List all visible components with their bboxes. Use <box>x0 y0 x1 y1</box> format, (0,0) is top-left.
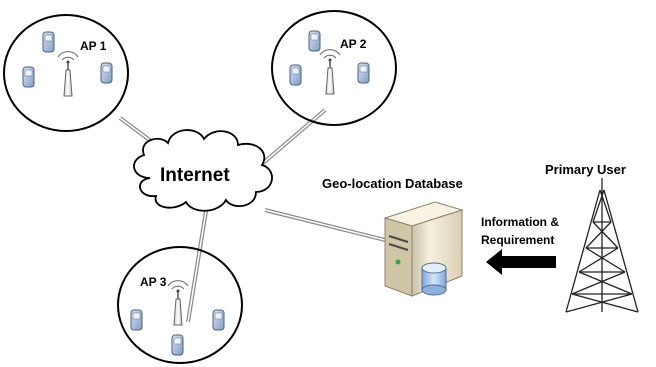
left-arrow-icon <box>486 249 556 275</box>
ap2-cell: AP 2 <box>271 10 397 126</box>
database-label: Geo-location Database <box>322 176 463 191</box>
geo-database: Geo-location Database <box>322 176 464 297</box>
ap1-access-point-icon <box>57 51 79 97</box>
cloud-icon <box>133 129 273 212</box>
ap1-phone-icon-1 <box>42 31 55 53</box>
ap1-phone-icon-2 <box>22 66 35 88</box>
ap2-coverage-circle <box>271 10 397 126</box>
ap2-phone-icon-2 <box>289 64 302 86</box>
internet-cloud: Internet <box>133 129 273 212</box>
internet-label: Internet <box>160 165 230 186</box>
ap1-cell: AP 1 <box>3 14 129 132</box>
ap3-coverage-circle <box>117 246 243 364</box>
ap3-access-point-icon <box>167 280 189 326</box>
arrow-label-line2: Requirement <box>481 233 554 247</box>
primary-user-label: Primary User <box>545 162 626 177</box>
ap2-label: AP 2 <box>340 37 367 51</box>
ap2-access-point-icon <box>319 49 341 95</box>
ap3-cell: AP 3 <box>117 246 243 364</box>
ap1-coverage-circle <box>3 14 129 132</box>
ap3-phone-icon-3 <box>212 309 225 331</box>
ap3-label: AP 3 <box>140 275 167 289</box>
database-cylinder-icon <box>421 262 447 296</box>
ap1-phone-icon-3 <box>100 62 113 84</box>
arrow-label-line1: Information & <box>481 215 559 229</box>
ap2-phone-icon-1 <box>308 30 321 52</box>
ap3-phone-icon-2 <box>171 334 184 356</box>
ap1-label: AP 1 <box>80 39 107 53</box>
info-requirement-arrow: Information & Requirement <box>481 215 559 275</box>
ap3-phone-icon-1 <box>130 309 143 331</box>
ap2-phone-icon-3 <box>357 62 370 84</box>
primary-user: Primary User <box>545 162 639 313</box>
transmission-tower-icon <box>565 178 639 313</box>
